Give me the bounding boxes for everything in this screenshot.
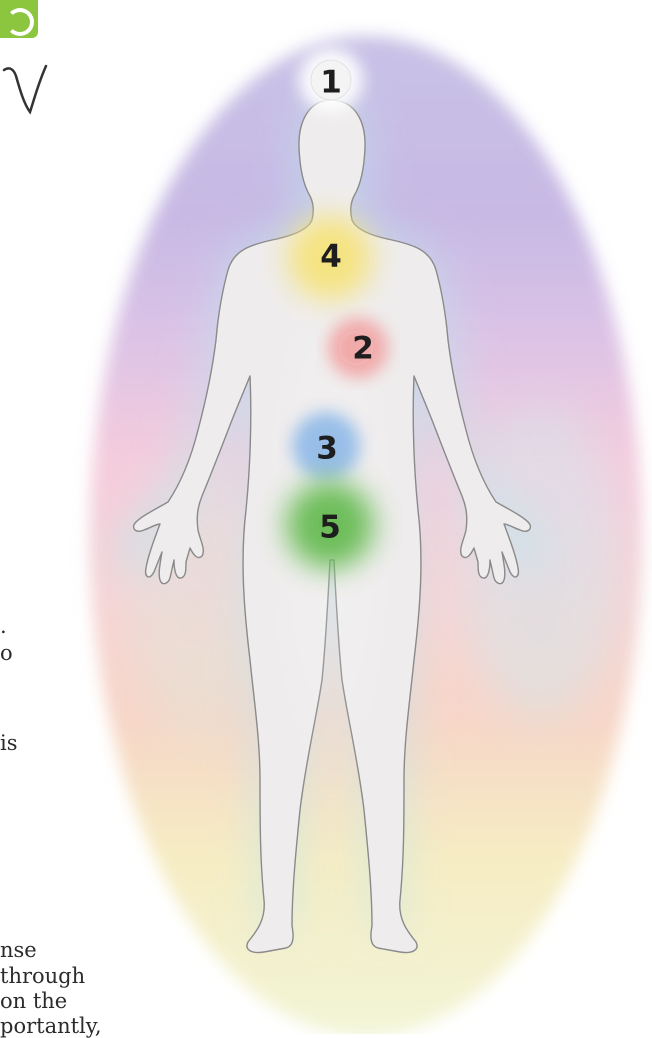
body-text-fragment: . [0, 616, 7, 637]
marker-1: 1 [320, 68, 342, 99]
marker-4: 4 [320, 242, 342, 273]
body-text-fragment: on the [0, 991, 67, 1012]
marker-2: 2 [352, 334, 374, 365]
cropped-heading-glyph [0, 60, 50, 130]
section-tag-icon [0, 0, 38, 38]
body-text-fragment: nse [0, 940, 37, 961]
marker-5: 5 [319, 513, 341, 544]
body-text-fragment: through [0, 966, 85, 987]
body-text-fragment: o [0, 643, 13, 664]
body-text-fragment: is [0, 733, 18, 754]
marker-3: 3 [316, 434, 338, 465]
